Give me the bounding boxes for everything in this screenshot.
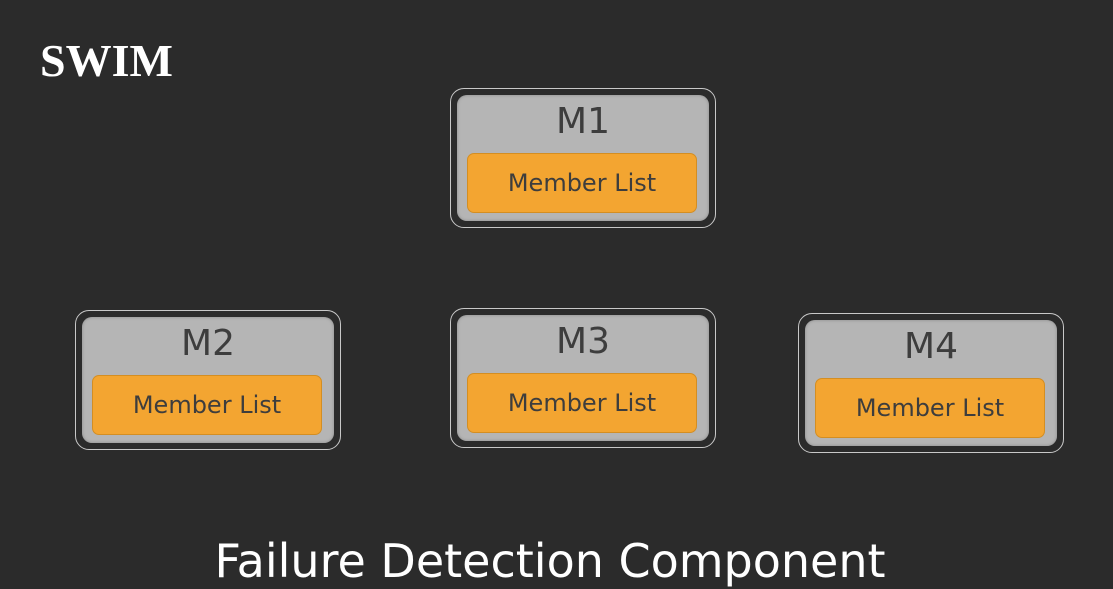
node-body: M1 Member List xyxy=(457,95,709,221)
node-body: M2 Member List xyxy=(82,317,334,443)
node-body: M3 Member List xyxy=(457,315,709,441)
node-label: M4 xyxy=(904,326,958,367)
slide-title: SWIM xyxy=(40,35,173,86)
node-m3: M3 Member List xyxy=(450,308,716,448)
node-m1: M1 Member List xyxy=(450,88,716,228)
node-m2: M2 Member List xyxy=(75,310,341,450)
member-list: Member List xyxy=(467,153,697,213)
member-list: Member List xyxy=(815,378,1045,438)
node-label: M3 xyxy=(556,321,610,362)
node-m4: M4 Member List xyxy=(798,313,1064,453)
node-label: M1 xyxy=(556,101,610,142)
node-body: M4 Member List xyxy=(805,320,1057,446)
slide-caption: Failure Detection Component xyxy=(214,534,886,588)
member-list: Member List xyxy=(467,373,697,433)
node-label: M2 xyxy=(181,323,235,364)
member-list: Member List xyxy=(92,375,322,435)
